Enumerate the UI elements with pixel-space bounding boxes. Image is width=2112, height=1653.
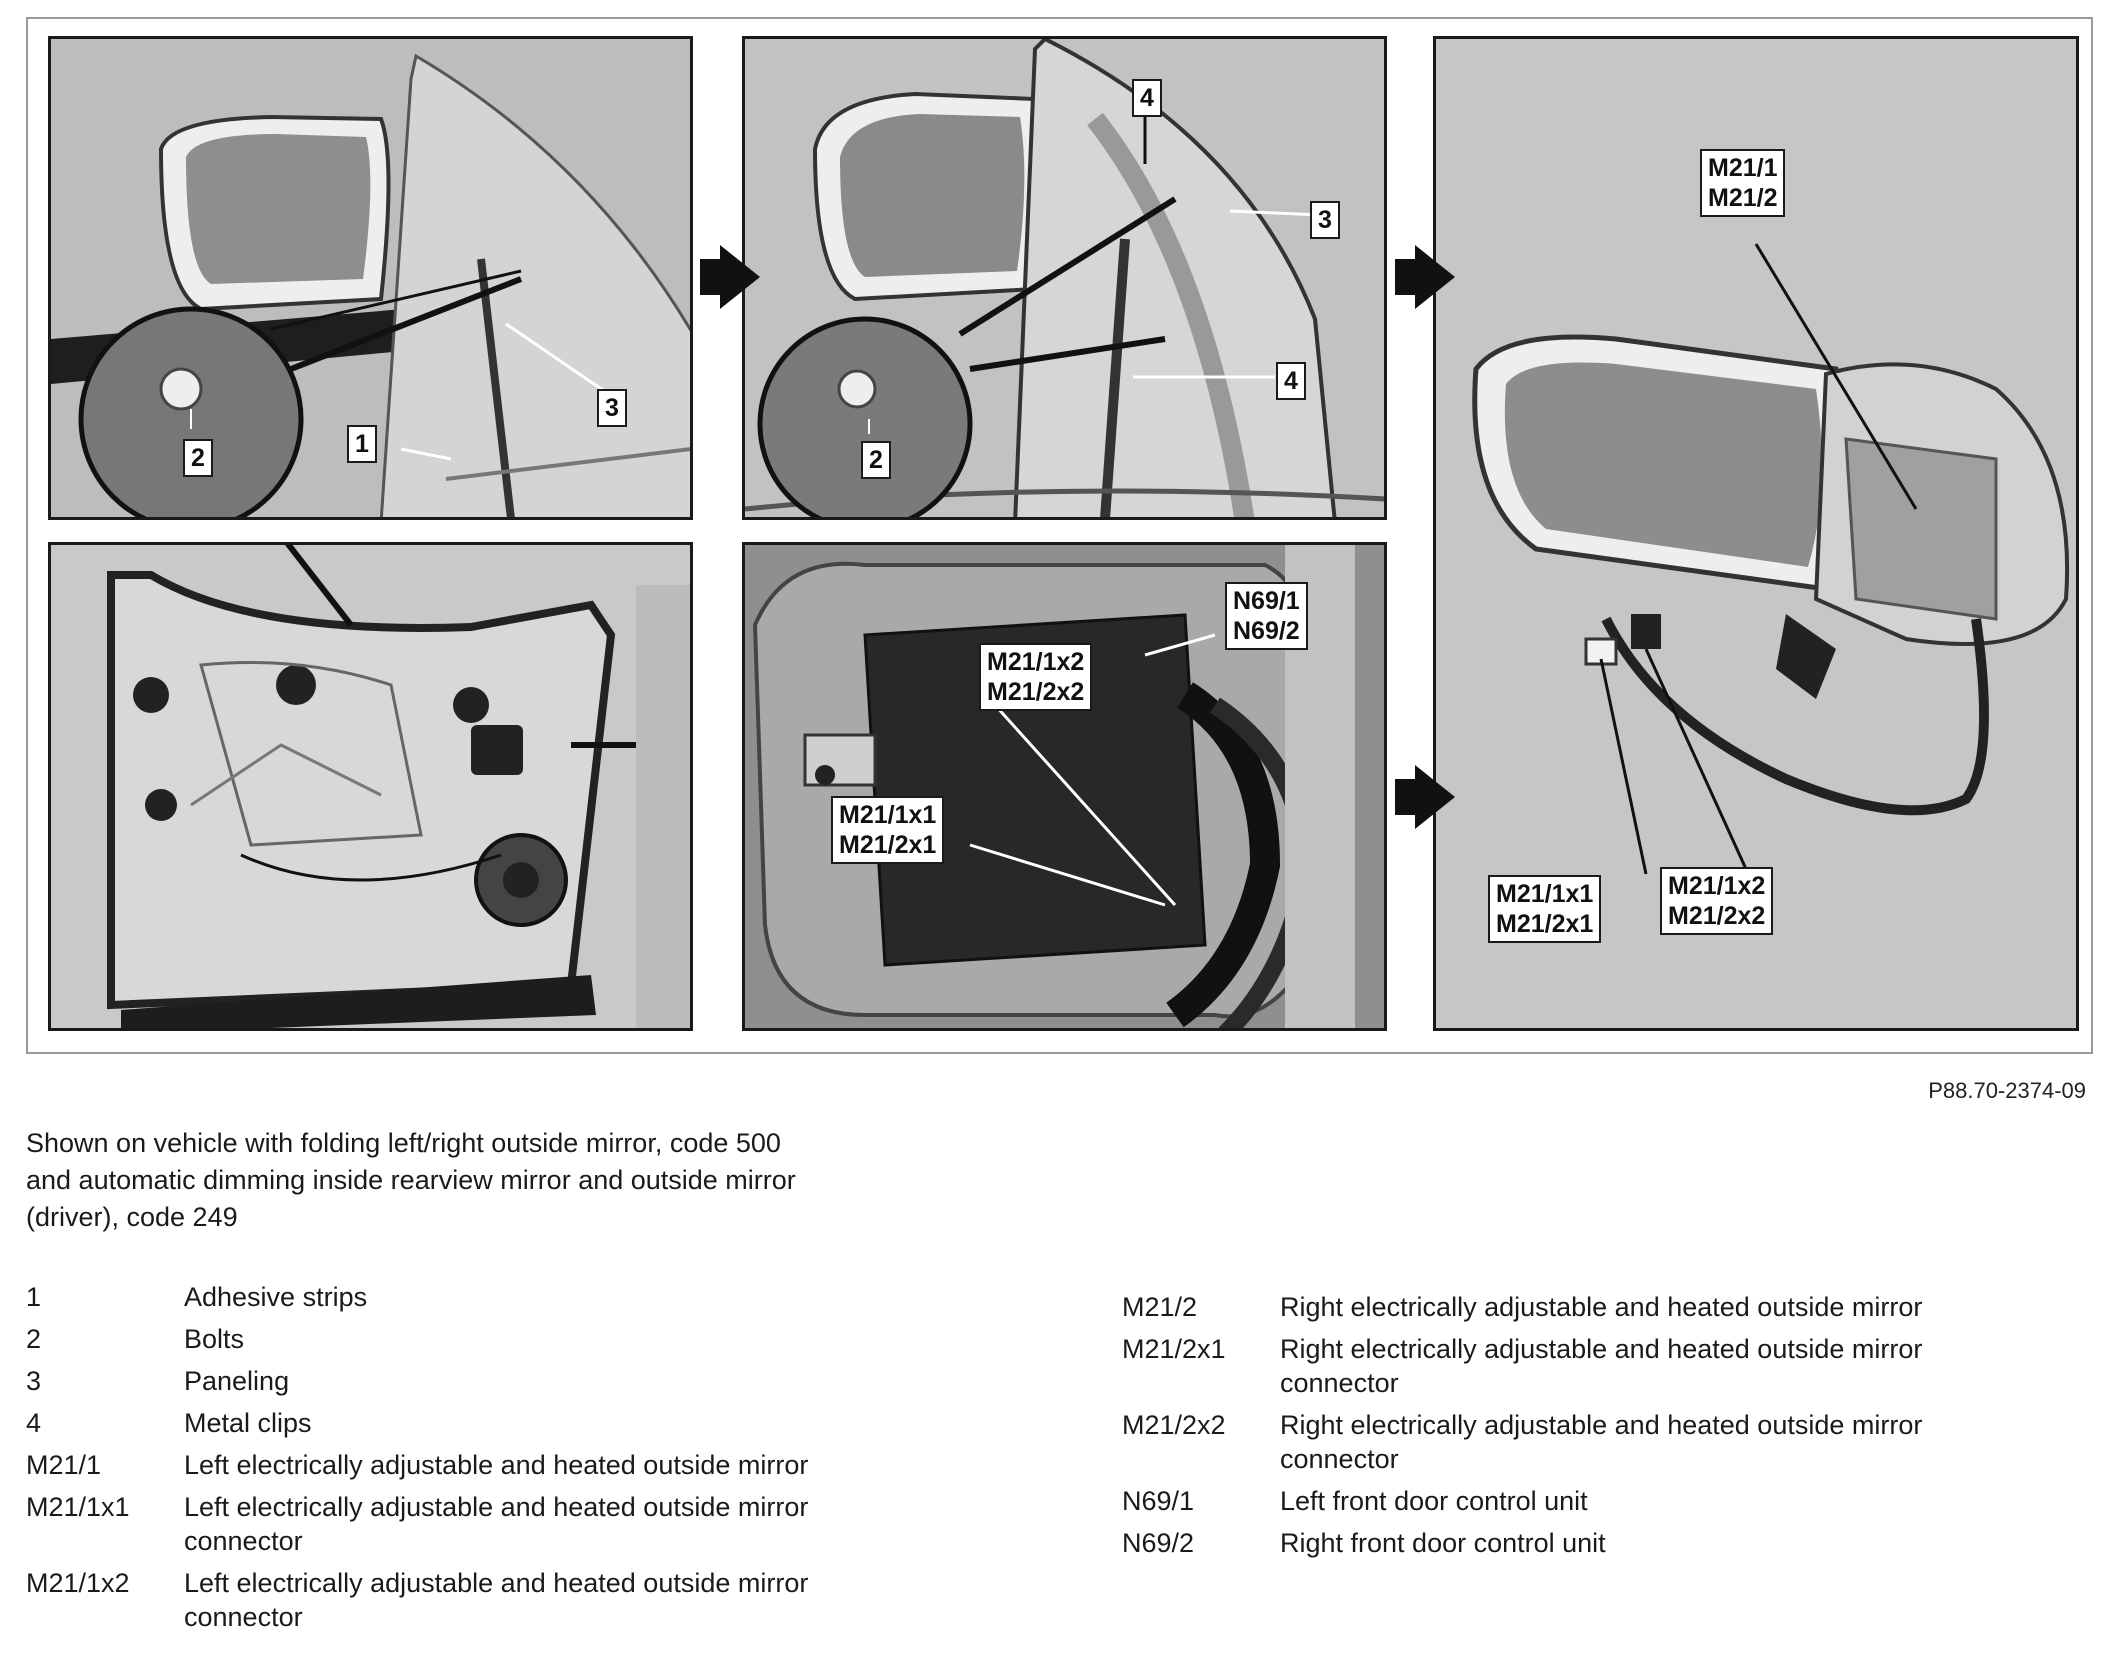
legend-code: M21/2x2 [1122, 1410, 1226, 1440]
figure-caption: Shown on vehicle with folding left/right… [26, 1128, 796, 1232]
legend-code: N69/1 [1122, 1486, 1195, 1516]
legend-desc: Adhesive strips [184, 1282, 368, 1312]
arrow-right-icon [1395, 765, 1455, 829]
legend-code: 1 [26, 1282, 42, 1312]
callout-M21-1x1-M21-2x1: M21/1x1 M21/2x1 [1488, 875, 1602, 943]
legend-row: 3 Paneling [26, 1364, 844, 1398]
legend-code: 4 [26, 1408, 42, 1438]
callout-M21-1x1-M21-2x1: M21/1x1 M21/2x1 [831, 796, 945, 864]
panel-outside-mirror: M21/1 M21/2 M21/1x1 M21/2x1 M21/1x2 M21/… [1433, 36, 2079, 1031]
legend-row: 2 Bolts [26, 1322, 844, 1356]
legend-row: M21/2x1 Right electrically adjustable and… [1122, 1332, 1940, 1400]
legend-code: N69/2 [1122, 1528, 1195, 1558]
legend-desc: Right front door control unit [1280, 1528, 1606, 1558]
illustration-frame: 1 2 3 4 3 4 2 [26, 17, 2093, 1054]
callout-M21-1-M21-2: M21/1 M21/2 [1700, 149, 1786, 217]
callout-2: 2 [183, 439, 213, 477]
legend-row: M21/2x2 Right electrically adjustable and… [1122, 1408, 1940, 1476]
legend-desc: Paneling [184, 1366, 290, 1396]
legend-desc: Left electrically adjustable and heated … [184, 1450, 809, 1480]
legend-desc: Right electrically adjustable and heated… [1280, 1334, 1923, 1398]
legend-row: N69/2 Right front door control unit [1122, 1526, 1940, 1560]
legend-row: M21/1 Left electrically adjustable and he… [26, 1448, 844, 1482]
legend-code: M21/2x1 [1122, 1334, 1226, 1364]
callout-4-top: 4 [1132, 79, 1162, 117]
legend-desc: Bolts [184, 1324, 245, 1354]
legend-desc: Metal clips [184, 1408, 312, 1438]
legend-code: M21/2 [1122, 1292, 1198, 1322]
legend-row: M21/1x2 Left electrically adjustable and … [26, 1566, 844, 1634]
panel-door-control-unit-drawing [745, 545, 1384, 1028]
legend-desc: Left electrically adjustable and heated … [184, 1568, 809, 1632]
arrow-right-icon [1395, 245, 1455, 309]
panel-paneling-clips-drawing [745, 39, 1384, 517]
callout-M21-1x2-M21-2x2: M21/1x2 M21/2x2 [1660, 867, 1774, 935]
panel-mirror-base-left-drawing [51, 39, 690, 517]
legend-desc: Right electrically adjustable and heated… [1280, 1410, 1923, 1474]
legend-row: 4 Metal clips [26, 1406, 844, 1440]
legend-code: 2 [26, 1324, 42, 1354]
legend-code: M21/1x2 [26, 1568, 130, 1598]
panel-mirror-base-left: 1 2 3 [48, 36, 693, 520]
panel-paneling-clips: 4 3 4 2 [742, 36, 1387, 520]
legend-desc: Left electrically adjustable and heated … [184, 1492, 809, 1556]
callout-2: 2 [861, 441, 891, 479]
callout-3: 3 [1310, 201, 1340, 239]
panel-door-inner-drawing [51, 545, 690, 1028]
callout-1: 1 [347, 425, 377, 463]
callout-M21-1x2-M21-2x2: M21/1x2 M21/2x2 [979, 643, 1093, 711]
panel-door-control-unit: N69/1 N69/2 M21/1x2 M21/2x2 M21/1x1 M21/… [742, 542, 1387, 1031]
callout-N69-1-N69-2: N69/1 N69/2 [1225, 582, 1308, 650]
callout-3: 3 [597, 389, 627, 427]
legend-left: 1 Adhesive strips 2 Bolts 3 Paneling 4 Metal… [26, 1280, 844, 1642]
legend-row: N69/1 Left front door control unit [1122, 1484, 1940, 1518]
legend-row: 1 Adhesive strips [26, 1280, 844, 1314]
legend-code: M21/1 [26, 1450, 102, 1480]
arrow-right-icon [700, 245, 760, 309]
figure-id: P88.70-2374-09 [1928, 1078, 2086, 1103]
legend-code: M21/1x1 [26, 1492, 130, 1522]
legend-row: M21/2 Right electrically adjustable and h… [1122, 1290, 1940, 1324]
panel-door-inner [48, 542, 693, 1031]
panel-outside-mirror-drawing [1436, 39, 2076, 1028]
callout-4: 4 [1276, 362, 1306, 400]
legend-desc: Right electrically adjustable and heated… [1280, 1292, 1923, 1322]
legend-code: 3 [26, 1366, 42, 1396]
legend-desc: Left front door control unit [1280, 1486, 1588, 1516]
legend-row: M21/1x1 Left electrically adjustable and … [26, 1490, 844, 1558]
